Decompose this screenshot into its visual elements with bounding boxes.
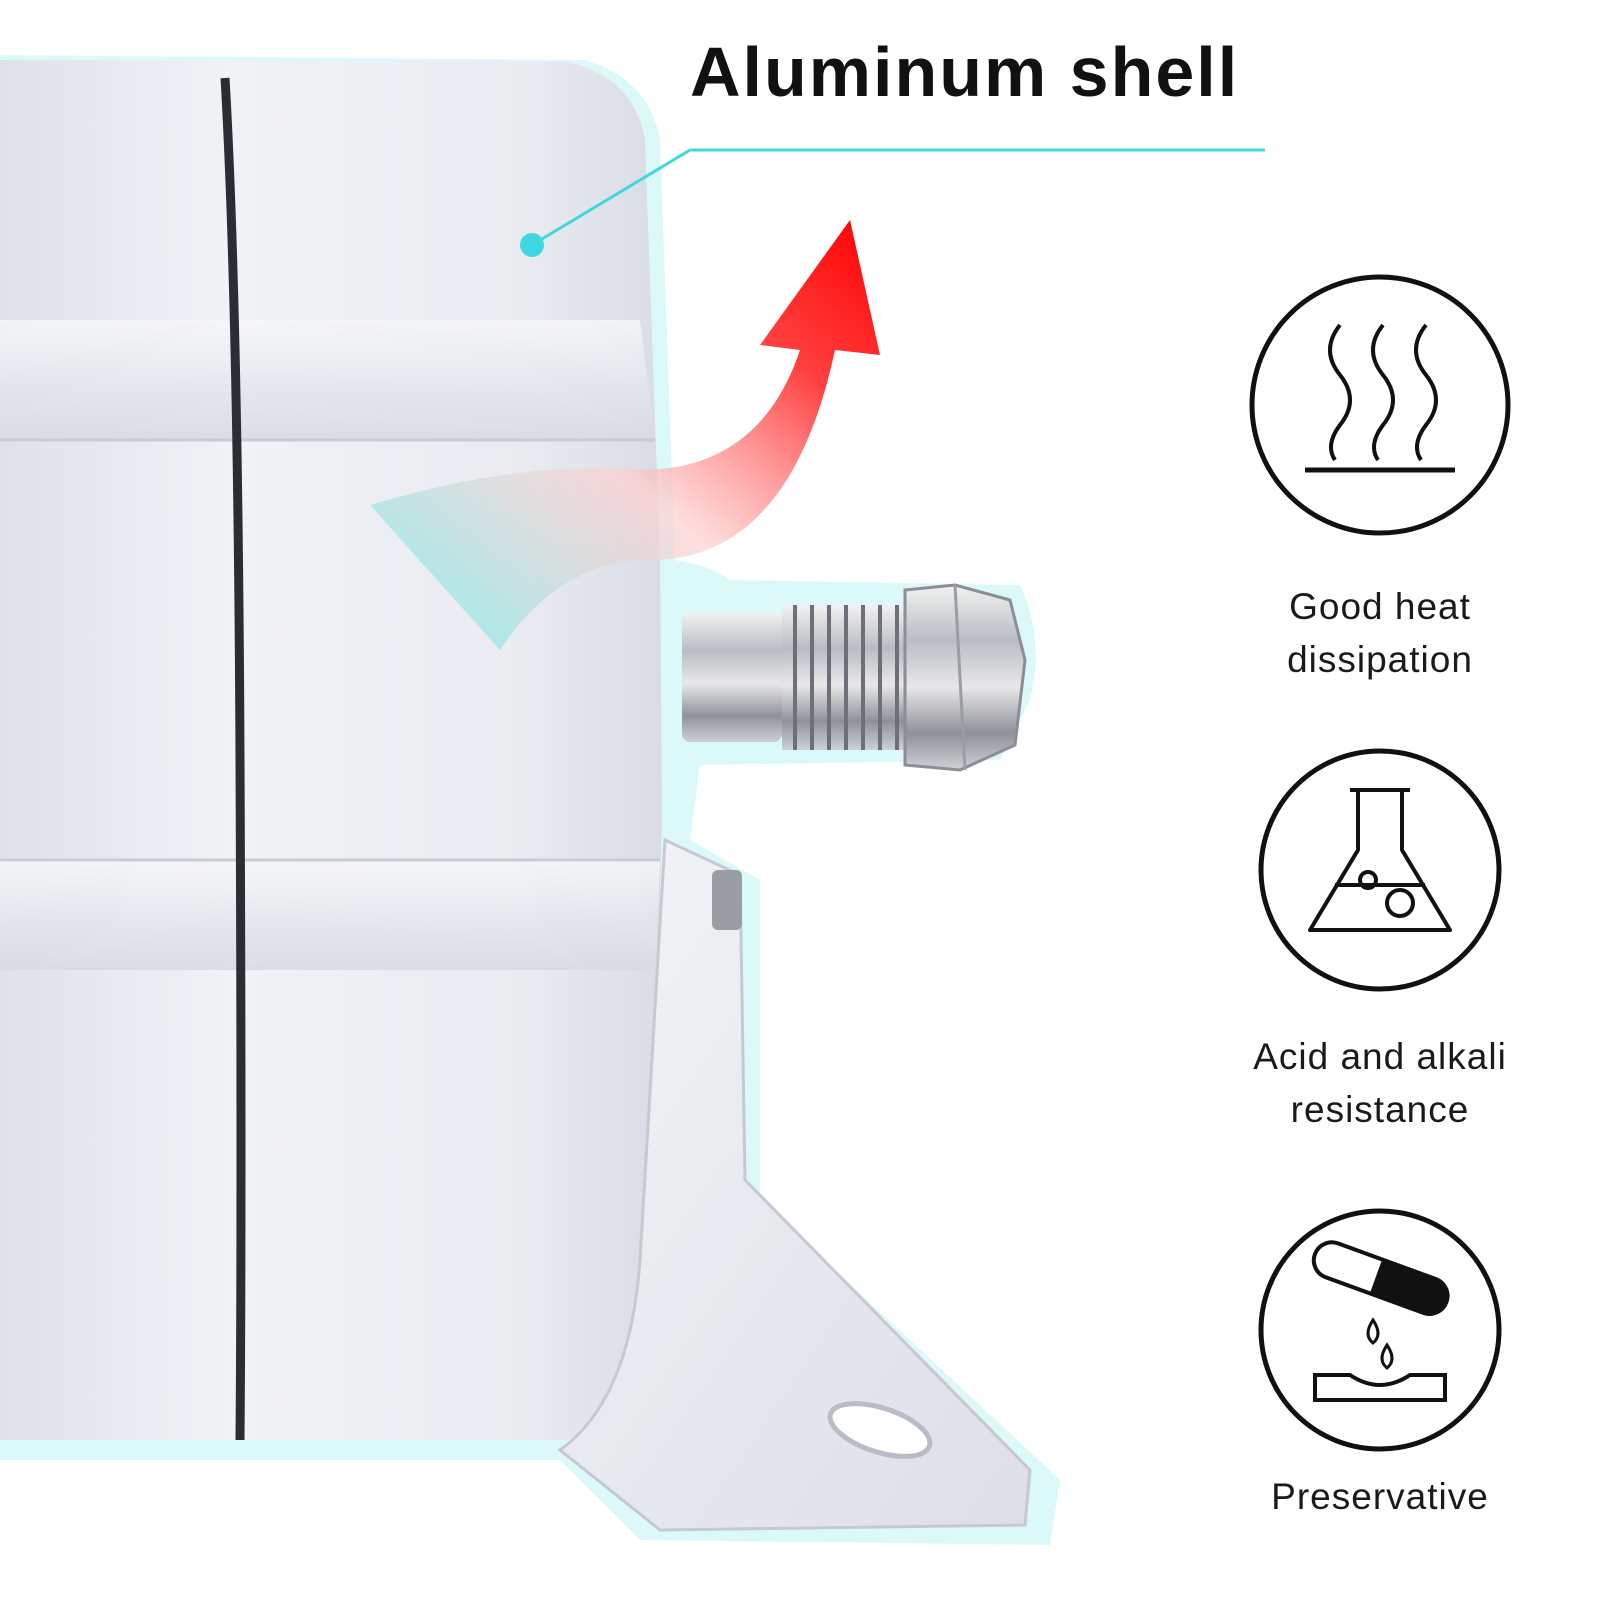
heat-waves-icon — [1249, 274, 1511, 536]
feature-label-line1: Acid and alkali — [1253, 1036, 1507, 1077]
housing-seam-gasket — [220, 77, 246, 1441]
feature-label-line1: Good heat — [1289, 586, 1471, 627]
feature-preservative: Preservative — [1230, 1205, 1530, 1545]
bolt-threads — [782, 605, 912, 750]
feature-label-line2: dissipation — [1287, 639, 1473, 680]
hex-nut — [903, 583, 1027, 772]
headline-title: Aluminum shell — [690, 33, 1240, 111]
feature-label-line2: resistance — [1290, 1089, 1470, 1130]
bolt-shaft — [682, 612, 782, 742]
bracket-screw — [712, 870, 742, 930]
mounting-bracket — [557, 837, 1032, 1532]
aluminum-housing — [0, 60, 662, 1440]
bracket-mount-hole — [827, 1401, 933, 1459]
callout-dot — [520, 233, 544, 257]
feature-acid-alkali-resistance: Acid and alkali resistance — [1230, 745, 1530, 1135]
feature-heat-dissipation: Good heat dissipation — [1230, 270, 1530, 690]
feature-label-line1: Preservative — [1271, 1476, 1489, 1517]
housing-rib — [0, 320, 655, 440]
housing-rib — [0, 860, 660, 970]
callout-line — [531, 148, 691, 247]
drip-coating-icon — [1258, 1208, 1502, 1452]
flask-icon — [1258, 748, 1502, 992]
heat-flow-arrow — [370, 220, 880, 650]
